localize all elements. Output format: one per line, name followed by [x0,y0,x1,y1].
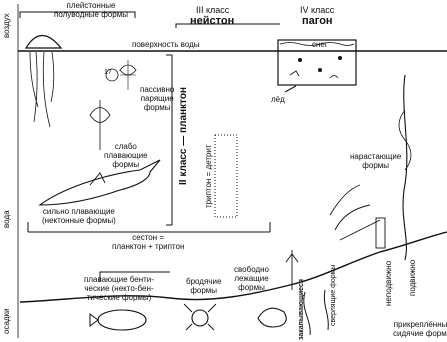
number-marker: 17 [104,68,112,77]
sponge-tube [376,218,385,248]
tripton-column [215,135,237,217]
immobile-label: неподвижно [384,261,393,306]
pagon-title: пагон [302,15,333,27]
neuston-title: нейстон [190,15,234,27]
snow-label: снег [312,40,328,49]
ice-label: лёд [271,95,285,104]
kelp-stem [403,75,407,260]
swimming-benthic-label: плавающие бенти-ческие (нектo-бен-тическ… [84,275,154,302]
water-surface-label: поверхность воды [132,40,200,49]
burrowing-label: закапывающиеся [298,279,305,340]
flatfish-shape [98,310,146,330]
zone-label-sediment: осадки [2,308,11,334]
neuston-class-number: III класс [196,5,229,15]
drill-hole [324,290,328,330]
crab-shape [192,310,208,326]
mollusc-shell [258,308,286,327]
pagon-class-number: IV класс [300,5,334,15]
zone-label-air: воздух [2,13,11,38]
zone-label-water: вода [2,210,11,228]
hydroid-branches [330,185,380,240]
plankton-title: II класс — планктон [178,87,190,185]
drilling-label: сверлящие формы [330,265,337,326]
strongly-swimming-label: сильно плавающие(нектонные формы) [42,207,116,225]
siphonophore-float [26,36,61,49]
seston-label: сестон =планктон + триптон [112,233,184,251]
tripton-label: триптон = детрит [204,144,213,208]
ice-pointer [285,86,296,92]
mobile-label: подвижно [408,260,417,296]
